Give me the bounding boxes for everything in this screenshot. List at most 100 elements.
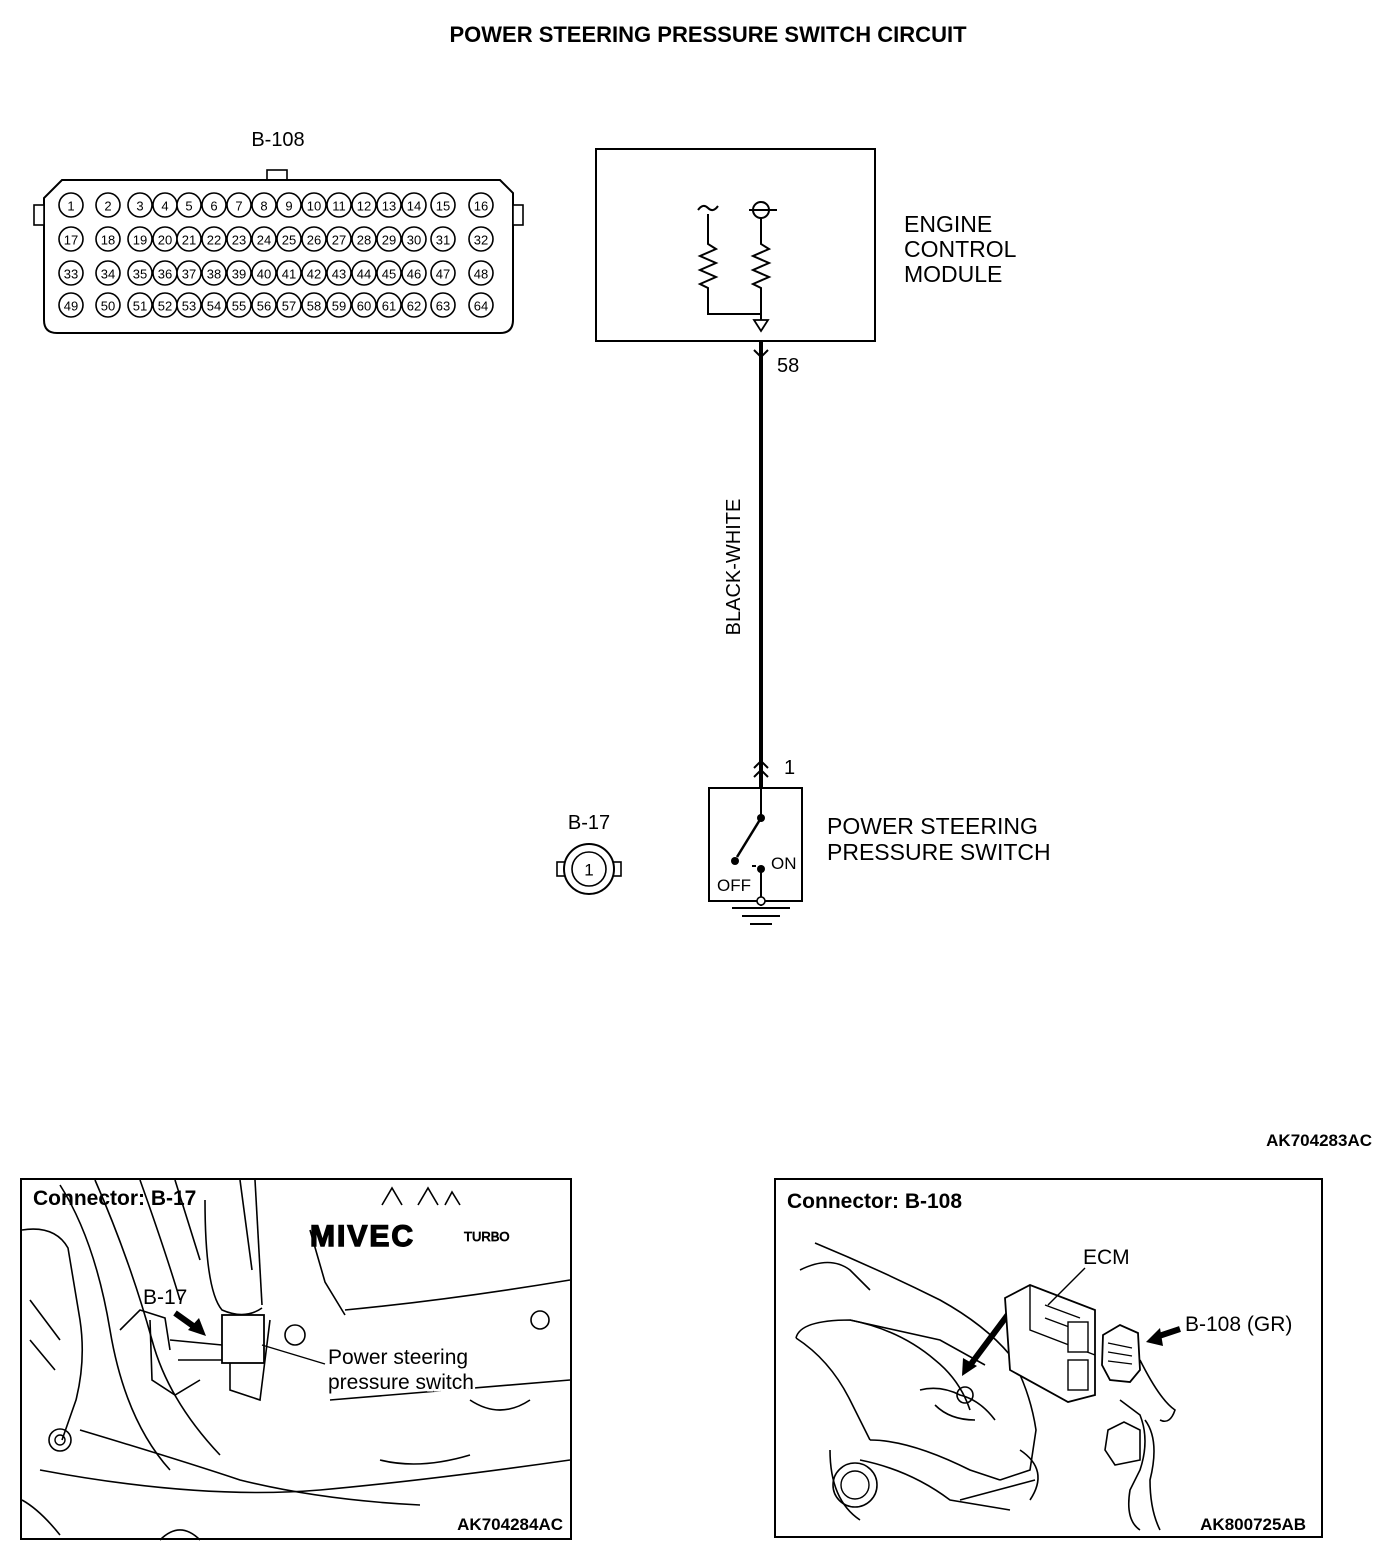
b108-pin-44: [351, 260, 377, 286]
b17-arrow-icon: [188, 1318, 206, 1336]
b108-pin-number: 51: [133, 299, 147, 314]
b108-pin-41: [276, 260, 302, 286]
leader-line: [261, 1344, 326, 1365]
switch-blade: [735, 817, 763, 858]
b108-pin-6: [201, 192, 227, 218]
b108-pin-14: [401, 192, 427, 218]
b108-pin-number: 60: [357, 299, 371, 314]
b108-pin-number: 53: [182, 299, 196, 314]
ecm-resistor-left: [697, 214, 761, 315]
b108-pin-number: 59: [332, 299, 346, 314]
b108-pin-22: [201, 226, 227, 252]
ecm-location-marker: [956, 1386, 974, 1404]
b108-pin-number: 37: [182, 267, 196, 282]
brand-logo-icon: [381, 1186, 461, 1206]
b108-pin-18: [95, 226, 121, 252]
b108-pin-number: 11: [332, 199, 346, 214]
b108-left-ear: [33, 204, 45, 226]
b108-pin-number: 2: [104, 199, 111, 214]
b108-pin-number: 19: [133, 233, 147, 248]
b108-pin-25: [276, 226, 302, 252]
b108-pin-number: 39: [232, 267, 246, 282]
b108-pin-number: 25: [282, 233, 296, 248]
b108-pin-number: 12: [357, 199, 371, 214]
panel-b108-title: Connector: B-108: [787, 1190, 962, 1213]
b108-pin-63: [430, 292, 456, 318]
b108-pin-number: 26: [307, 233, 321, 248]
b108-pin-47: [430, 260, 456, 286]
b17-pin-number: 1: [584, 861, 593, 880]
b108-pin-39: [226, 260, 252, 286]
b108-pin-number: 1: [67, 199, 74, 214]
b108-pin-16: [468, 192, 494, 218]
panel-b17-location: MIVEC TURBO Connector: B-17 B-17 Power s…: [20, 1178, 572, 1541]
b108-pin-number: 45: [382, 267, 396, 282]
ecm-box: [595, 148, 876, 342]
wire-black-white: 58 BLACK-WHITE 1: [723, 341, 799, 790]
b108-pin-number: 57: [282, 299, 296, 314]
b108-pin-number: 64: [474, 299, 488, 314]
b108-pin-number: 40: [257, 267, 271, 282]
b108-pin-number: 15: [436, 199, 450, 214]
b108-pin-number: 29: [382, 233, 396, 248]
ecm-terminal-58: 58: [777, 355, 799, 377]
b108-pin-10: [301, 192, 327, 218]
b108-pin-51: [127, 292, 153, 318]
b108-pin-number: 54: [207, 299, 221, 314]
engine-brand-text: MIVEC: [310, 1220, 415, 1253]
b108-pin-number: 33: [64, 267, 78, 282]
b108-pin-number: 7: [235, 199, 242, 214]
b108-pin-number: 4: [161, 199, 168, 214]
switch-label-line-1: POWER STEERING: [827, 813, 1038, 839]
b108-right-ear: [512, 204, 524, 226]
b108-pin-49: [58, 292, 84, 318]
panel-b108-ecm-label: ECM: [1083, 1246, 1130, 1269]
b108-pin-8: [251, 192, 277, 218]
panel-b17-frame: [20, 1178, 572, 1540]
b108-pin-48: [468, 260, 494, 286]
switch-on-label: ON: [771, 854, 797, 873]
pressure-switch-box: [708, 787, 803, 902]
b108-pin-31: [430, 226, 456, 252]
b108-pin-number: 22: [207, 233, 221, 248]
b108-pin-35: [127, 260, 153, 286]
b108-pin-number: 46: [407, 267, 421, 282]
b108-pin-number: 30: [407, 233, 421, 248]
b108-pin-number: 20: [158, 233, 172, 248]
b108-pin-12: [351, 192, 377, 218]
b108-pin-number: 63: [436, 299, 450, 314]
b108-pin-number: 31: [436, 233, 450, 248]
b108-pin-number: 38: [207, 267, 221, 282]
b108-pin-53: [176, 292, 202, 318]
b17-connector-face: B-17 1: [556, 812, 622, 895]
b108-pin-number: 50: [101, 299, 115, 314]
diagram-title: POWER STEERING PRESSURE SWITCH CIRCUIT: [449, 22, 967, 47]
b108-pin-number: 47: [436, 267, 450, 282]
b108-pin-number: 13: [382, 199, 396, 214]
b108-pin-number: 62: [407, 299, 421, 314]
panel-b17-code: AK704284AC: [457, 1515, 563, 1534]
b108-pin-30: [401, 226, 427, 252]
b108-pin-number: 58: [307, 299, 321, 314]
pressure-switch-block: ON OFF POWER STEERING PRESSURE SWITCH: [708, 787, 1051, 925]
b108-pin-number: 55: [232, 299, 246, 314]
panel-b17-callout: B-17: [143, 1286, 187, 1309]
b108-pin-58: [301, 292, 327, 318]
b108-pin-number: 61: [382, 299, 396, 314]
ecm-arrow-icon: [962, 1358, 977, 1376]
b108-pin-number: 28: [357, 233, 371, 248]
b108-connector-label: B-108: [251, 129, 304, 151]
ecm-ground-icon: [752, 319, 770, 333]
b108-pin-number: 17: [64, 233, 78, 248]
b108-pin-15: [430, 192, 456, 218]
b108-pin-3: [127, 192, 153, 218]
b108-pin-13: [376, 192, 402, 218]
panel-b17-label-line-2: pressure switch: [328, 1371, 474, 1394]
b108-pin-38: [201, 260, 227, 286]
b108-pin-27: [326, 226, 352, 252]
b108-pin-number: 42: [307, 267, 321, 282]
b108-pin-43: [326, 260, 352, 286]
b108-pin-37: [176, 260, 202, 286]
